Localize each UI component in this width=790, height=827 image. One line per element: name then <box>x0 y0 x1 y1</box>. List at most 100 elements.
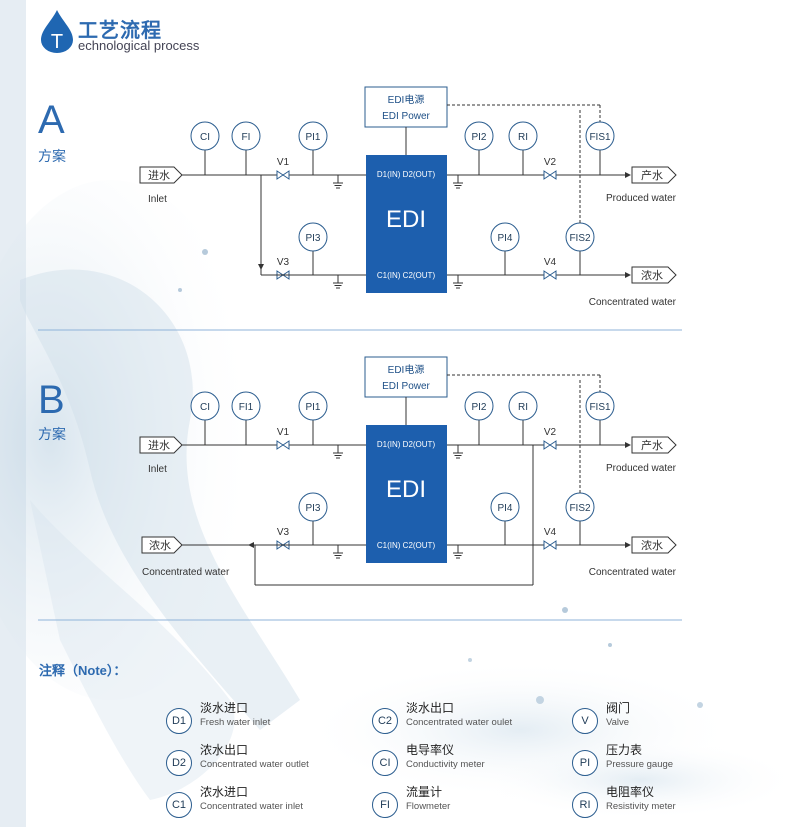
note-en: Fresh water inlet <box>200 716 271 728</box>
b-concentrate-tag-label: 浓水 <box>641 539 663 552</box>
a-product-tag <box>631 166 677 184</box>
note-en: Concentrated water outlet <box>200 758 309 770</box>
b-edi-ports-bottom: C1(IN) C2(OUT) <box>377 541 436 550</box>
page-title: 工艺流程 <box>78 20 162 42</box>
a-pi3-gauge <box>298 222 328 252</box>
b-concentrate-in-label: Concentrated water <box>142 567 230 578</box>
b-valve-v4-icon <box>543 540 557 550</box>
b-fis2-gauge-label: FIS2 <box>569 503 591 514</box>
logo-drop-icon: T <box>41 10 73 53</box>
a-edi-ports-top: D1(IN) D2(OUT) <box>377 170 436 179</box>
note-cn: 淡水出口 <box>406 701 455 715</box>
note-en: Pressure gauge <box>606 758 674 770</box>
a-valve-v1-icon <box>276 170 290 180</box>
a-valve-v4-icon <box>543 270 557 280</box>
a-ri-gauge <box>508 121 538 151</box>
a-concentrate-tag-label: 浓水 <box>641 269 663 282</box>
a-valve-v3-icon-label: V3 <box>277 257 290 268</box>
b-product-tag-label: 产水 <box>641 438 663 452</box>
b-fis1-gauge-label: FIS1 <box>589 402 611 413</box>
b-fi-gauge-label: FI1 <box>239 402 254 413</box>
note-cn: 流量计 <box>406 785 443 799</box>
b-fi-gauge <box>231 391 261 421</box>
a-product-label: Produced water <box>606 193 677 204</box>
scheme-a-letter: A <box>38 98 65 142</box>
b-fis1-gauge <box>585 391 615 421</box>
svg-text:T: T <box>51 31 63 53</box>
note-en: Resistivity meter <box>606 800 676 812</box>
note-symbol-icon: CI <box>372 750 398 776</box>
b-inlet-tag-label: 进水 <box>148 439 170 452</box>
a-inlet-tag <box>139 166 183 184</box>
scheme-a-label: 方案 <box>38 148 66 164</box>
b-inlet-label: Inlet <box>148 464 167 475</box>
a-edi-power-en: EDI Power <box>382 111 430 122</box>
a-product-arrow-icon <box>625 172 631 178</box>
a-edi-module <box>366 155 447 293</box>
b-concentrate-label: Concentrated water <box>589 567 677 578</box>
note-cn: 电阻率仪 <box>606 785 655 799</box>
b-pi2-gauge-label: PI2 <box>471 402 486 413</box>
a-edi-label: EDI <box>386 206 426 233</box>
b-product-arrow-icon <box>625 442 631 448</box>
a-concentrate-arrow-icon <box>625 272 631 278</box>
a-edi-power-box <box>364 86 448 128</box>
note-cn: 压力表 <box>606 743 643 757</box>
a-pi1-gauge-label: PI1 <box>305 132 320 143</box>
a-ri-gauge-label: RI <box>518 132 528 143</box>
b-pi3-gauge-label: PI3 <box>305 503 320 514</box>
note-en: Concentrated water oulet <box>406 716 513 728</box>
note-en: Conductivity meter <box>406 758 485 770</box>
a-edi-ports-bottom: C1(IN) C2(OUT) <box>377 271 436 280</box>
note-symbol-icon: C1 <box>166 792 192 818</box>
note-en: Concentrated water inlet <box>200 800 303 812</box>
b-pi1-gauge <box>298 391 328 421</box>
a-inlet-label: Inlet <box>148 194 167 205</box>
scheme-b-label: 方案 <box>38 426 66 442</box>
note-cn: 浓水出口 <box>200 743 249 757</box>
b-pi4-gauge-label: PI4 <box>497 503 512 514</box>
b-edi-module <box>366 425 447 563</box>
a-pi2-gauge <box>464 121 494 151</box>
a-ci-gauge <box>190 121 220 151</box>
b-concentrate-arrow-icon <box>625 542 631 548</box>
note-en: Valve <box>606 716 630 728</box>
b-recycle-arrow-icon <box>248 542 254 548</box>
a-fis1-gauge-label: FIS1 <box>589 132 611 143</box>
notes-title: 注释（Note）： <box>39 663 127 678</box>
a-valve-v1-icon-label: V1 <box>277 157 290 168</box>
note-en: Flowmeter <box>406 800 451 812</box>
b-ri-gauge <box>508 391 538 421</box>
b-pi3-gauge <box>298 492 328 522</box>
a-valve-v2-icon <box>543 170 557 180</box>
a-inlet-tag-label: 进水 <box>148 169 170 182</box>
a-pi3-gauge-label: PI3 <box>305 233 320 244</box>
b-edi-label: EDI <box>386 476 426 503</box>
note-cn: 淡水进口 <box>200 701 249 715</box>
b-concentrate-in-tag-label: 浓水 <box>149 539 171 552</box>
a-concentrate-tag <box>631 266 677 284</box>
note-symbol-icon: RI <box>572 792 598 818</box>
a-pi1-gauge <box>298 121 328 151</box>
a-fi-gauge <box>231 121 261 151</box>
b-ri-gauge-label: RI <box>518 402 528 413</box>
b-valve-v1-icon-label: V1 <box>277 427 290 438</box>
scheme-b-letter: B <box>38 378 65 422</box>
note-cn: 浓水进口 <box>200 785 249 799</box>
b-ci-gauge <box>190 391 220 421</box>
a-pi2-gauge-label: PI2 <box>471 132 486 143</box>
note-symbol-icon: V <box>572 708 598 734</box>
b-pi2-gauge <box>464 391 494 421</box>
b-pi1-gauge-label: PI1 <box>305 402 320 413</box>
b-edi-power-en: EDI Power <box>382 381 430 392</box>
note-symbol-icon: D2 <box>166 750 192 776</box>
b-valve-v3-icon-label: V3 <box>277 527 290 538</box>
